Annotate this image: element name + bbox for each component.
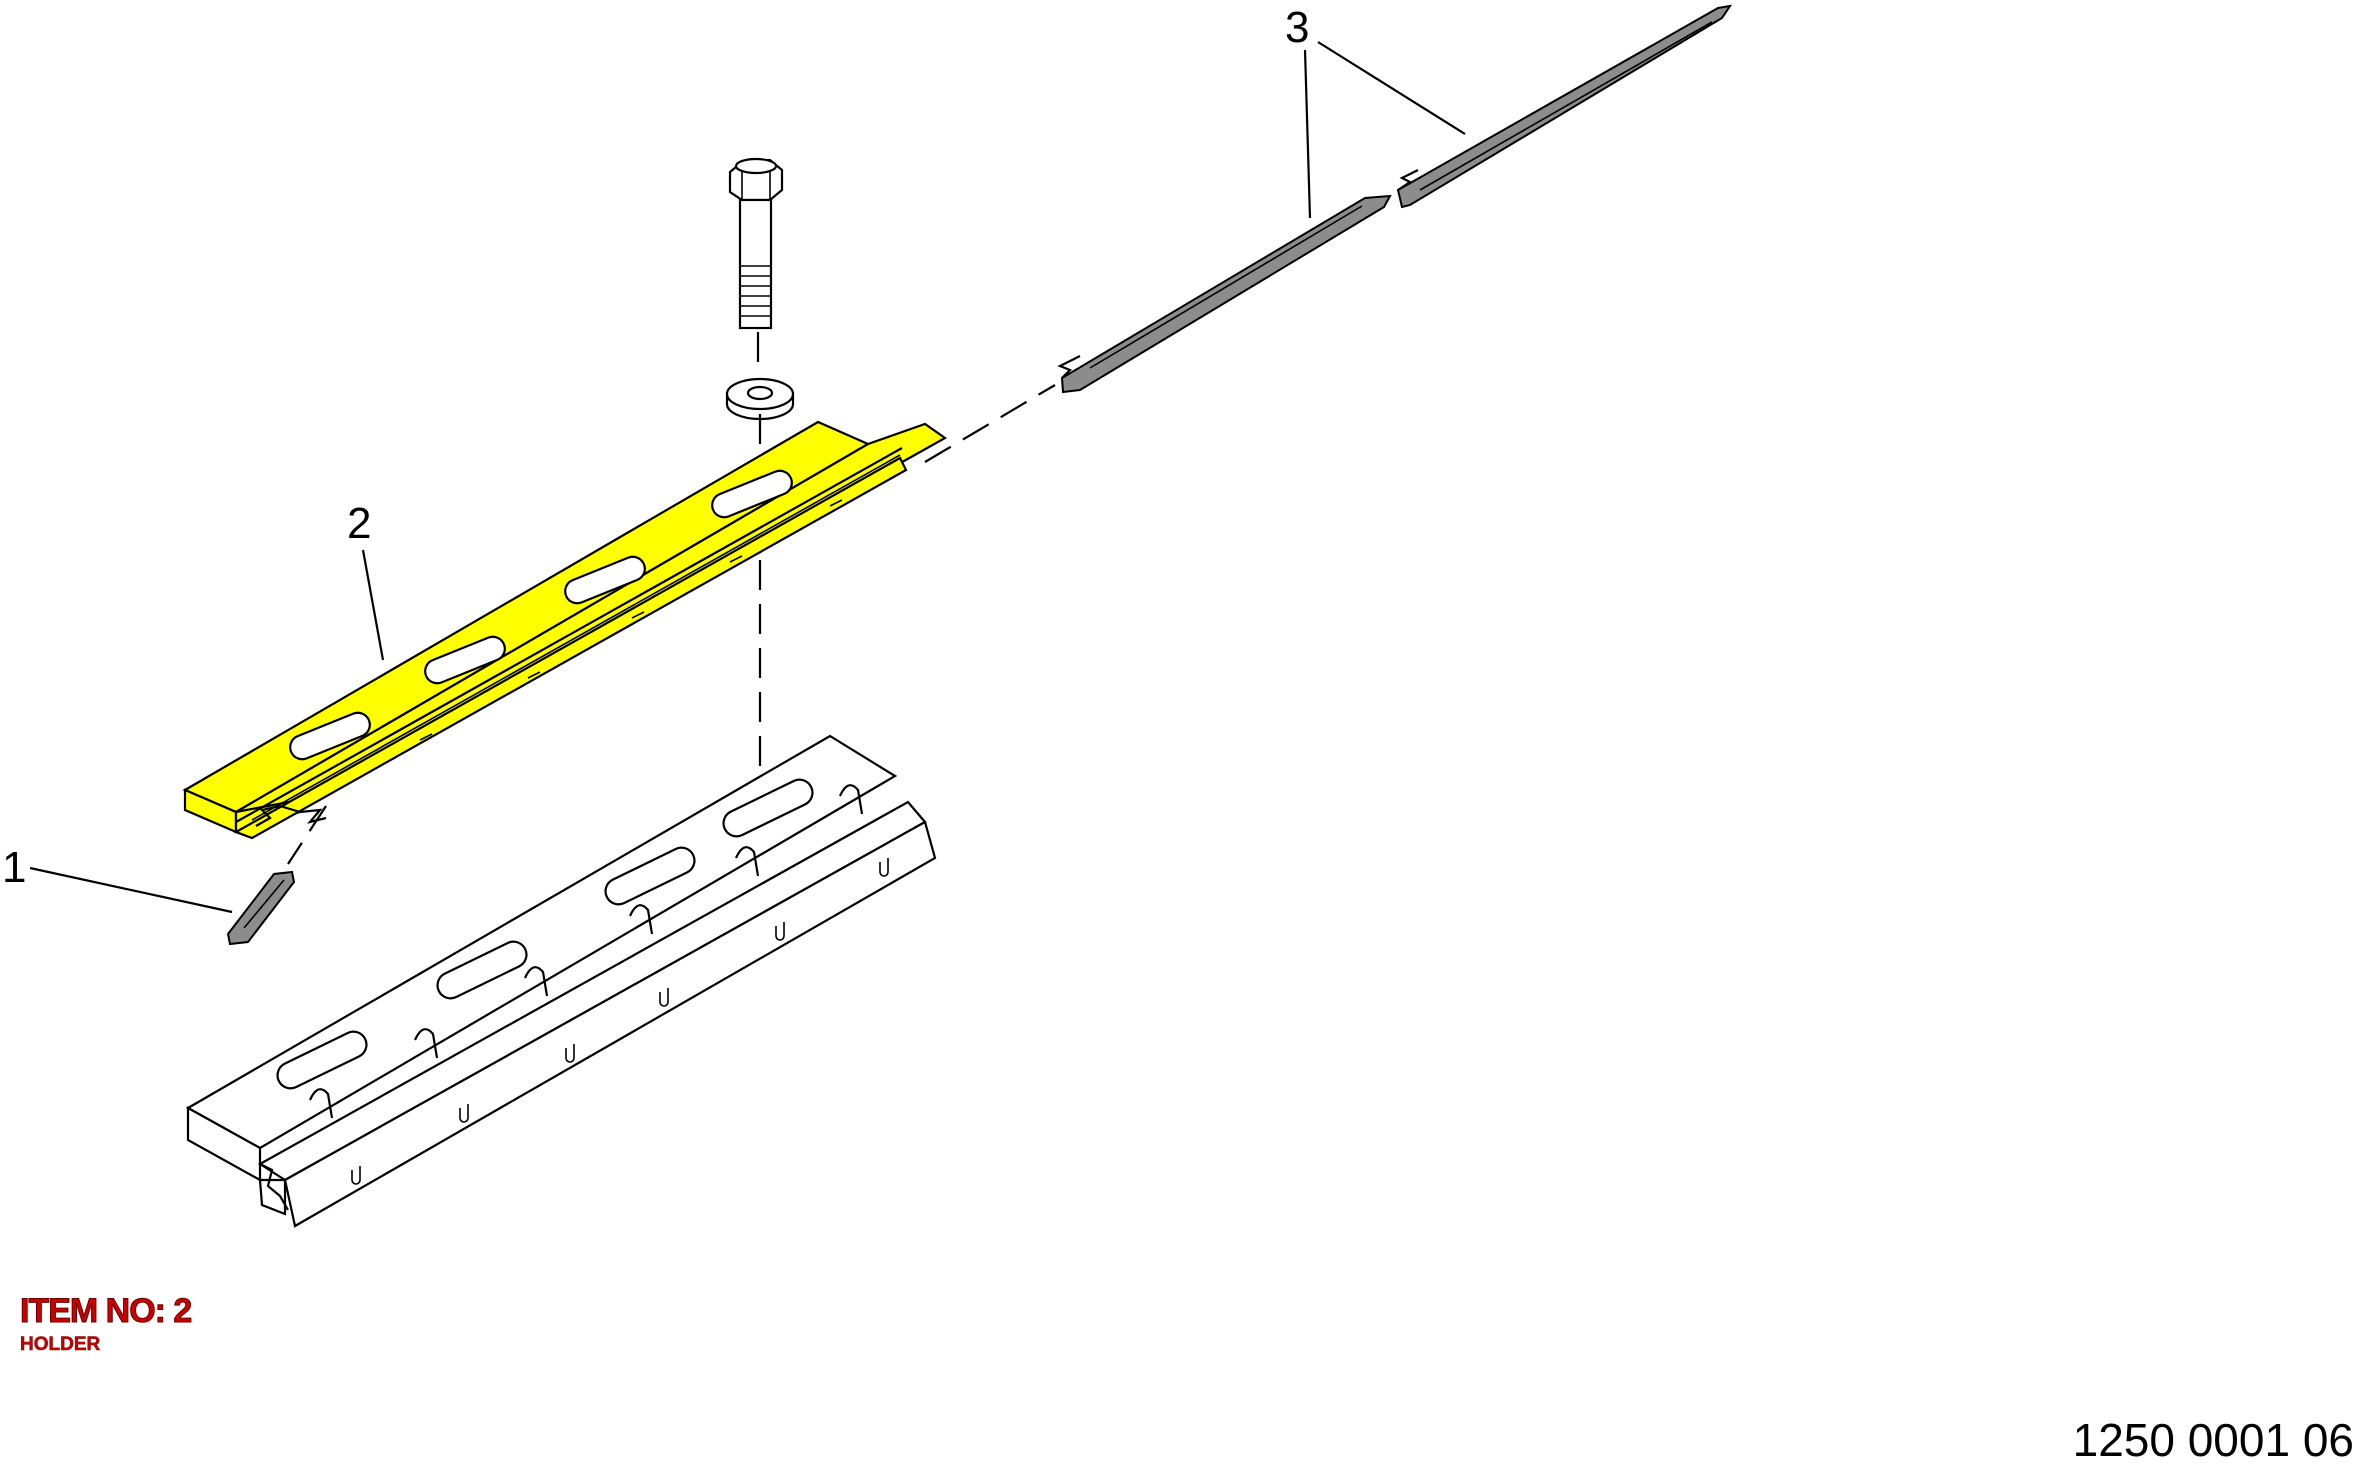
holder-slots	[289, 469, 793, 761]
bolt[interactable]	[728, 157, 784, 330]
part-2-holder[interactable]	[182, 420, 948, 840]
base-slots	[276, 778, 814, 1090]
blade-axis	[924, 384, 1056, 463]
item-number-label: ITEM NO: 2	[19, 1292, 192, 1331]
blade-right	[1396, 4, 1733, 209]
drawing-number: 1250 0001 06	[2072, 1414, 2354, 1466]
blade-left	[1057, 194, 1392, 394]
callout-3-label: 3	[1285, 3, 1309, 52]
part-1-tip[interactable]	[226, 870, 296, 946]
item-description: HOLDER	[20, 1334, 101, 1356]
callout-1-label: 1	[2, 843, 26, 892]
callout-3-leaders	[1303, 41, 1466, 219]
base-notches	[308, 784, 889, 1185]
callout-2-label: 2	[347, 499, 371, 548]
washer[interactable]	[725, 377, 795, 421]
callout-2-leader	[361, 549, 385, 661]
base-block[interactable]	[185, 734, 937, 1228]
part-3-blades[interactable]	[1057, 4, 1733, 394]
callout-1-leader	[29, 866, 233, 914]
tip-axis	[287, 805, 327, 865]
